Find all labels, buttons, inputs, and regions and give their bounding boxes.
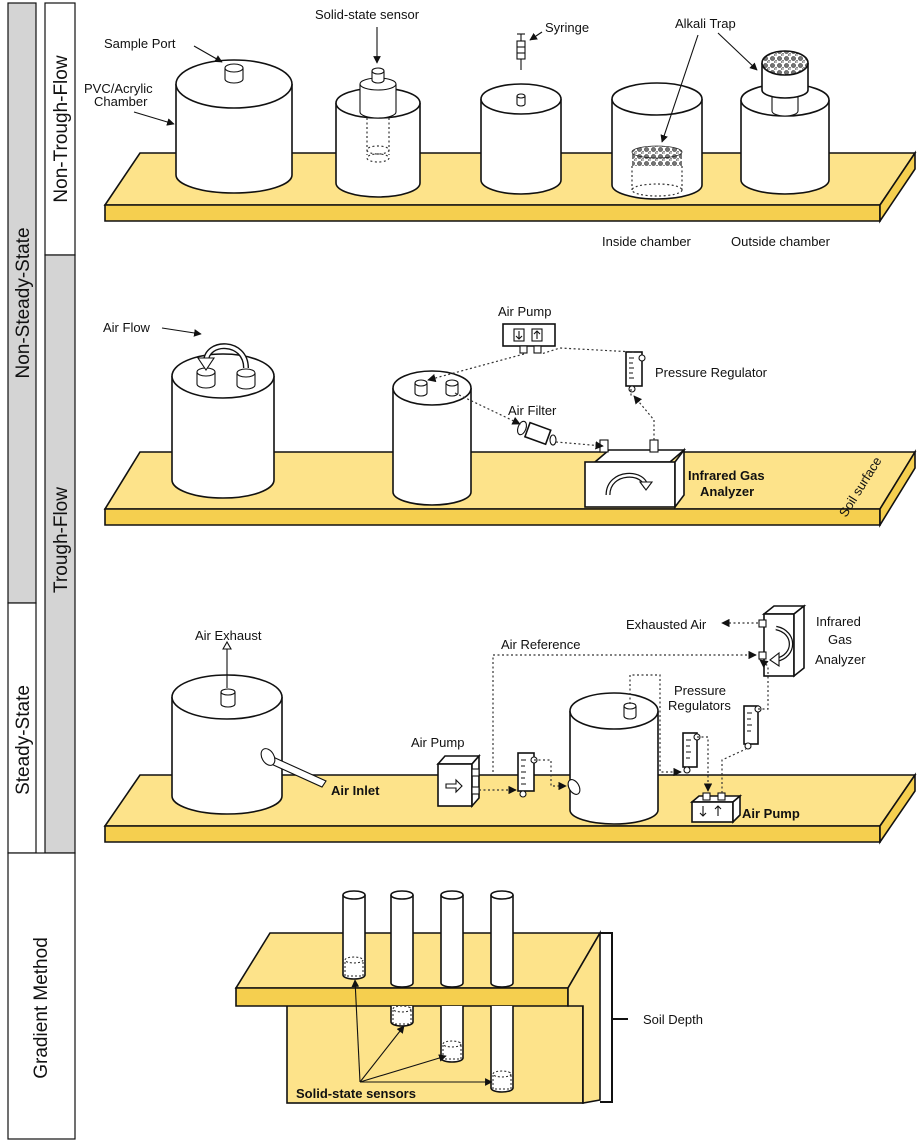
soil-slab-4 (234, 932, 602, 989)
alkali-trap-outside (761, 50, 809, 76)
sidebar-label-non-steady-state: Non-Steady-State (13, 227, 34, 378)
soil-slab-1-front (104, 204, 881, 222)
air-pump-left (436, 753, 481, 809)
label-pressure-regulators-line2: Regulators (668, 698, 731, 713)
sidebar-label-trough-flow: Trough-Flow (51, 487, 72, 593)
label-air-pump-2: Air Pump (498, 304, 551, 319)
sidebar-non-trough-flow (44, 2, 76, 256)
label-air-pump-right: Air Pump (742, 806, 800, 821)
label-solid-state-sensor: Solid-state sensor (315, 7, 420, 22)
label-soil-depth: Soil Depth (643, 1012, 703, 1027)
sidebar-steady-state (7, 602, 37, 854)
air-pump-2 (502, 323, 556, 354)
label-air-exhaust: Air Exhaust (195, 628, 262, 643)
label-exhausted-air: Exhausted Air (626, 617, 707, 632)
sensor-1 (344, 956, 364, 964)
soil-depth-bracket (600, 932, 628, 1103)
panel-non-trough-flow: Sample Port PVC/Acrylic Chamber Solid-st… (84, 7, 917, 249)
sample-port (224, 63, 244, 73)
air-filter (516, 420, 557, 446)
soil-block (286, 994, 584, 1104)
gradient-tube-4 (490, 890, 514, 1093)
soil-slab-1-right (879, 150, 916, 224)
solid-state-sensor (371, 67, 385, 75)
label-outside-chamber: Outside chamber (731, 234, 831, 249)
label-irga-3-line2: Gas (828, 632, 852, 647)
sidebar-non-steady-state (7, 2, 37, 604)
label-sample-port: Sample Port (104, 36, 176, 51)
sensor-3 (442, 1040, 462, 1048)
sidebar-trough-flow (44, 254, 76, 854)
chamber-steady-state-right (567, 692, 659, 825)
chamber-syringe (480, 33, 562, 195)
gradient-tube-3 (440, 890, 464, 1063)
panel-trough-flow: Soil surface Air Flow (103, 304, 917, 528)
panel-steady-state: Air Exhaust Air Inlet Air Pump (103, 604, 917, 845)
label-pressure-regulators-line1: Pressure (674, 683, 726, 698)
sidebar-label-gradient-method: Gradient Method (31, 937, 52, 1079)
sidebar: Non-Steady-State Non-Trough-Flow Trough-… (7, 2, 76, 1140)
pressure-regulators-right (682, 705, 762, 774)
label-pressure-regulator: Pressure Regulator (655, 365, 768, 380)
chamber-outside-alkali-trap (740, 50, 830, 195)
chamber-air-flow (171, 343, 275, 499)
pressure-regulator-2 (625, 351, 646, 393)
gradient-tube-2 (390, 890, 414, 1027)
label-chamber-line1: PVC/Acrylic (84, 81, 153, 96)
label-air-flow: Air Flow (103, 320, 151, 335)
infrared-gas-analyzer-3 (758, 604, 807, 678)
label-chamber-line2: Chamber (94, 94, 148, 109)
infrared-gas-analyzer-2 (584, 439, 687, 510)
panel-gradient-method: Solid-state sensors Soil Depth (234, 890, 703, 1104)
chamber-pvc-acrylic (175, 59, 293, 194)
sidebar-label-non-trough-flow: Non-Trough-Flow (51, 55, 72, 202)
sensor-2 (392, 1005, 412, 1013)
label-irga-3-line1: Infrared (816, 614, 861, 629)
pressure-regulator-left (517, 752, 538, 798)
alkali-trap-inside (631, 145, 683, 159)
label-inside-chamber: Inside chamber (602, 234, 692, 249)
label-air-reference: Air Reference (501, 637, 580, 652)
sidebar-label-steady-state: Steady-State (13, 685, 34, 795)
label-alkali-trap: Alkali Trap (675, 16, 736, 31)
syringe-icon (516, 33, 526, 70)
chamber-inside-alkali-trap (611, 82, 703, 200)
gradient-tube-1 (342, 890, 366, 980)
sensor-4 (492, 1070, 512, 1078)
label-air-filter: Air Filter (508, 403, 557, 418)
label-irga-3-line3: Analyzer (815, 652, 866, 667)
label-solid-state-sensors: Solid-state sensors (296, 1086, 416, 1101)
chamber-steady-state-left (171, 640, 327, 815)
air-inlet-port (260, 748, 276, 766)
label-air-inlet: Air Inlet (331, 783, 380, 798)
chamber-solid-state-sensor (335, 67, 421, 198)
sidebar-gradient-method (7, 852, 76, 1140)
label-irga-2-line2: Analyzer (700, 484, 754, 499)
chamber-trough-flow (392, 370, 472, 506)
label-irga-2-line1: Infrared Gas (688, 468, 765, 483)
label-syringe: Syringe (545, 20, 589, 35)
label-air-pump-left: Air Pump (411, 735, 464, 750)
air-pump-right (689, 792, 743, 824)
